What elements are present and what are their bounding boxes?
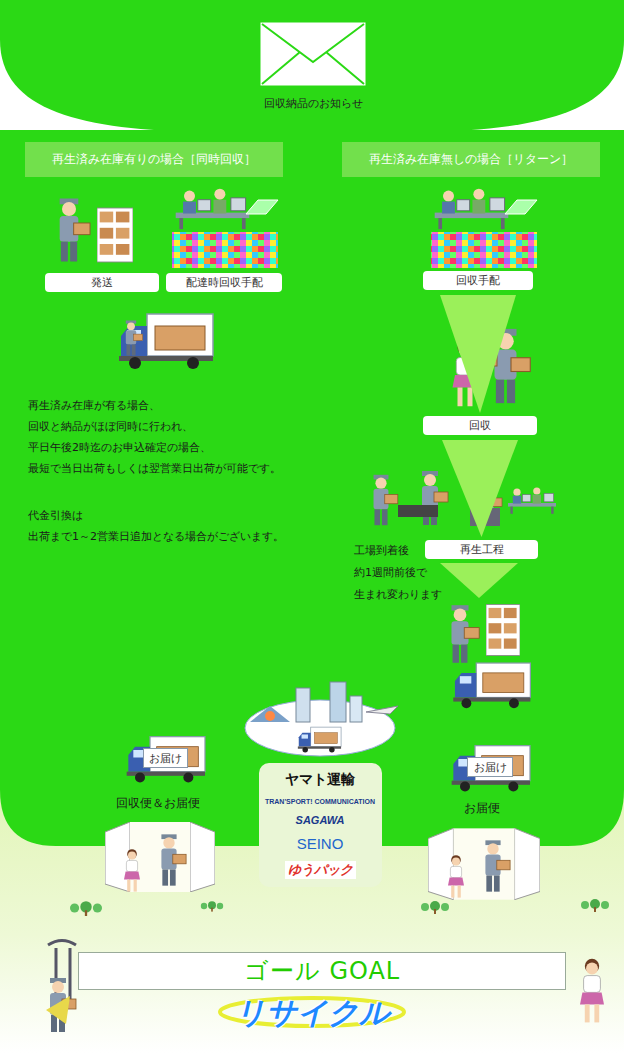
note-text: 回収便＆お届便 — [116, 795, 200, 812]
note-text: 最短で当日出荷もしくは翌営業日出荷が可能です。 — [28, 461, 281, 476]
note-text: 再生済み在庫が有る場合、 — [28, 398, 160, 413]
notice-title: 回収納品のお知らせ — [264, 96, 363, 111]
step-pill: 発送 — [45, 273, 159, 292]
note-text: 工場到着後 — [354, 543, 409, 558]
carrier-panel: ヤマト運輸 TRAN'SPORT! COMMUNICATION SAGAWA SEIN… — [259, 763, 382, 887]
note-text: リサイクル — [235, 993, 390, 1034]
node-text: SEINO — [297, 835, 344, 852]
node-text: 再生工程 — [460, 542, 504, 557]
step-pill: 配達時回収手配 — [166, 273, 282, 292]
note-text: 出荷まで1～2営業日追加となる場合がございます。 — [28, 529, 284, 544]
note-text: 回収と納品がほぼ同時に行われ、 — [28, 419, 193, 434]
node-text: 再生済み在庫無しの場合［リターン］ — [369, 151, 573, 168]
node-text: ゴール GOAL — [244, 955, 400, 987]
goal-banner: ゴール GOAL — [78, 952, 566, 990]
node-text: SAGAWA — [296, 814, 345, 826]
note-text: お届便 — [464, 800, 500, 817]
node-text: 配達時回収手配 — [186, 275, 263, 290]
node-text: TRAN'SPORT! COMMUNICATION — [265, 798, 375, 805]
node-text: お届け — [474, 760, 507, 775]
node-text: ゆうパック — [285, 861, 356, 879]
note-text: 生まれ変わります — [354, 587, 442, 602]
step-pill: 回収手配 — [423, 271, 533, 290]
step-pill: 再生工程 — [425, 540, 538, 559]
node-text: ヤマト運輸 — [285, 771, 355, 789]
node-text: 再生済み在庫有りの場合［同時回収］ — [52, 151, 256, 168]
node-text: お届け — [149, 751, 182, 766]
note-text: 代金引換は — [28, 508, 83, 523]
node-text: 回収手配 — [456, 273, 500, 288]
step-pill: 回収 — [423, 416, 537, 435]
header-band: 再生済み在庫無しの場合［リターン］ — [342, 142, 600, 177]
truck-sign: お届け — [467, 757, 513, 777]
header-band: 再生済み在庫有りの場合［同時回収］ — [25, 142, 283, 177]
note-text: 約1週間前後で — [354, 565, 427, 580]
flow-arrow — [442, 440, 518, 537]
flow-arrow — [440, 295, 516, 413]
node-text: 回収 — [469, 418, 491, 433]
truck-sign: お届け — [143, 748, 188, 768]
note-text: 平日午後2時迄のお申込確定の場合、 — [28, 440, 211, 455]
node-text: 発送 — [91, 275, 113, 290]
